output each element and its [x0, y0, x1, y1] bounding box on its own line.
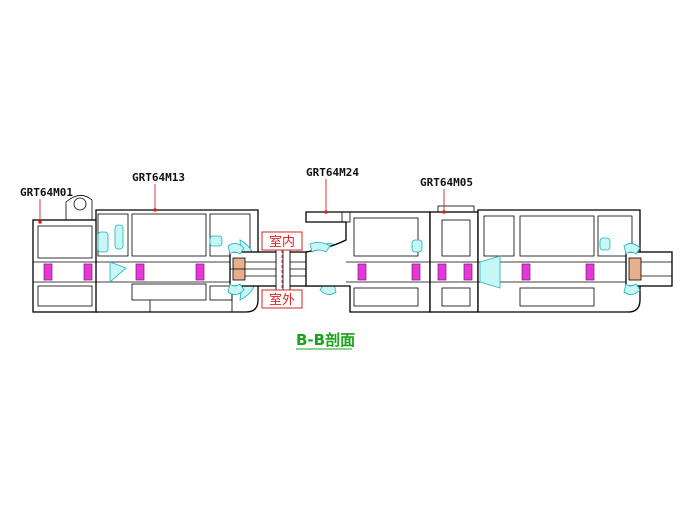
right-glass-stub	[623, 243, 673, 295]
right-sash-profile	[477, 209, 641, 313]
outdoor-zone-tag: 室外	[261, 289, 303, 309]
label-text-m05: GRT64M05	[420, 176, 473, 189]
sash-profile-m13	[95, 209, 259, 313]
label-text-m24: GRT64M24	[306, 166, 359, 179]
indoor-zone-label: 室内	[269, 234, 295, 250]
left-frame-assembly	[32, 209, 259, 313]
outdoor-zone-label: 室外	[269, 292, 295, 308]
right-sash-assembly	[477, 209, 641, 313]
label-m05: GRT64M05	[420, 176, 473, 214]
indoor-zone-tag: 室内	[261, 231, 303, 251]
middle-frame-assembly	[305, 211, 431, 313]
mid-right-thermal-strips	[357, 263, 595, 281]
label-m24: GRT64M24	[306, 166, 359, 214]
left-thermal-strips	[43, 263, 205, 281]
mullion-m05	[429, 205, 479, 313]
mid-right-gaskets	[309, 237, 611, 289]
label-m01: GRT64M01	[20, 186, 73, 224]
label-text-m13: GRT64M13	[132, 171, 185, 184]
label-text-m01: GRT64M01	[20, 186, 73, 199]
section-title: B-B剖面	[296, 331, 355, 349]
label-m13: GRT64M13	[132, 171, 185, 212]
